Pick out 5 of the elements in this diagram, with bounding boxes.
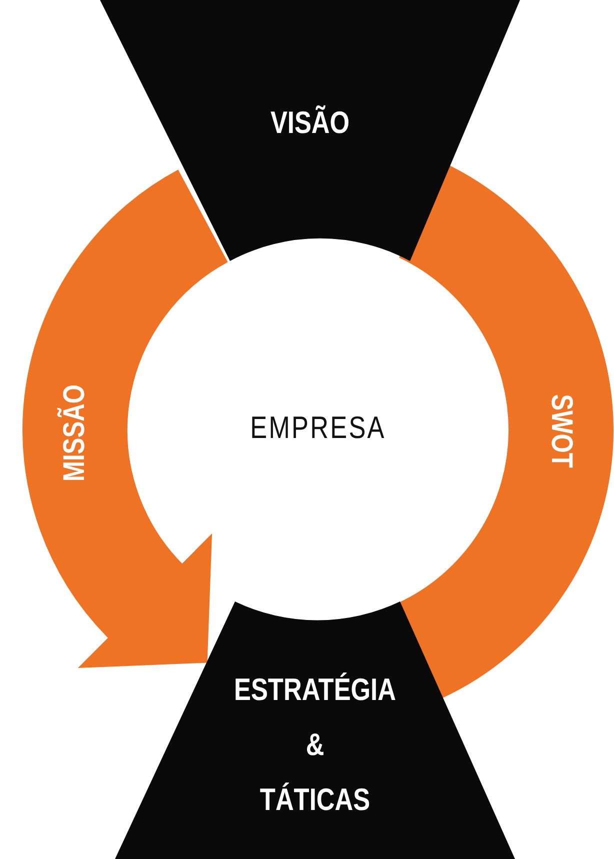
node-label: EMPRESA xyxy=(249,410,387,446)
node-label: VISÃO xyxy=(269,105,351,141)
edge-label: MISSÃO xyxy=(58,384,92,482)
node-label: ESTRATÉGIA & TÁTICAS xyxy=(233,671,397,819)
edge-label: SWOT xyxy=(544,394,578,468)
